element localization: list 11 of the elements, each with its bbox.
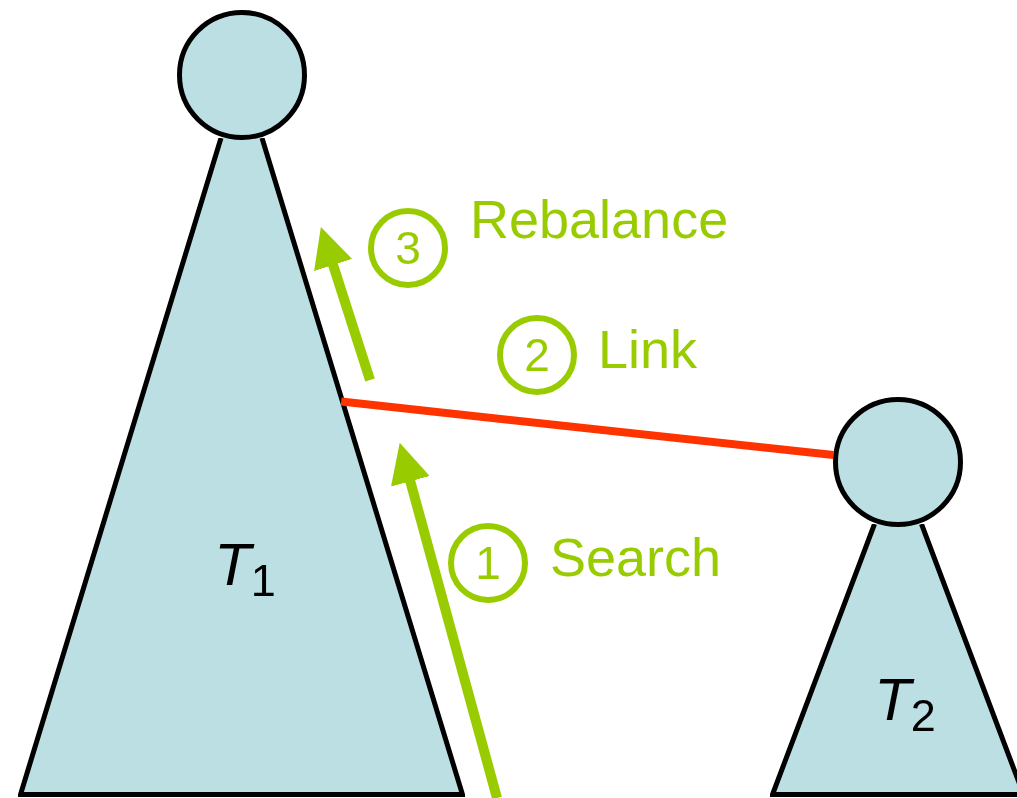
step-number: 1 (448, 523, 528, 603)
tree-triangle (770, 524, 1017, 797)
tree-triangle (18, 138, 465, 797)
step-number: 3 (368, 208, 448, 288)
step-label: Rebalance (470, 192, 729, 246)
connector-line (340, 397, 834, 459)
tree-label: T$_{2}$ (874, 670, 936, 730)
tree-label: T$_{1}$ (214, 535, 276, 595)
step-label: Link (598, 322, 698, 376)
step-number: 2 (497, 315, 577, 395)
step-label: Search (550, 530, 722, 584)
